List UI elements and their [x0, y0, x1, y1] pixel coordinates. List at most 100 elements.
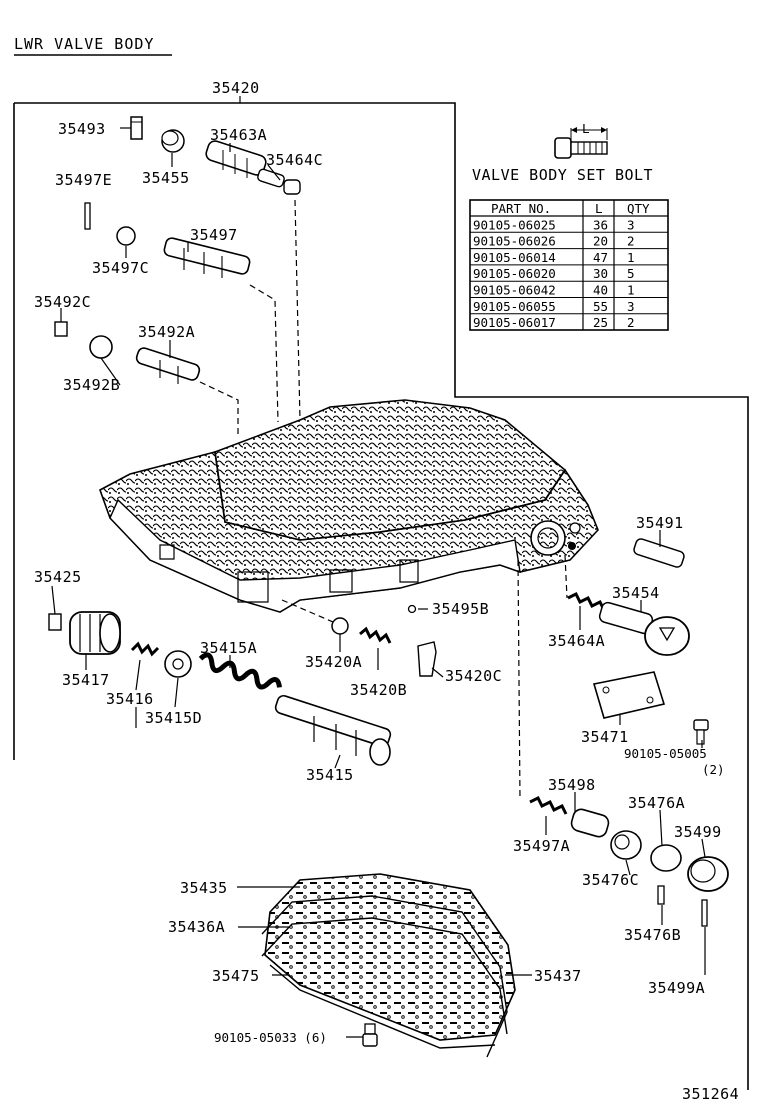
part-35497-spool [163, 237, 251, 278]
table-cell-l: 36 [593, 217, 608, 232]
leader-lines [51, 127, 706, 1038]
bolt-dimension-label: L [582, 121, 590, 136]
valve-body-casting [99, 399, 599, 613]
part-35417-sleeve [69, 611, 121, 655]
label-35435: 35435 [180, 879, 228, 897]
part-35420B-spring [359, 626, 392, 644]
label-35464C: 35464C [266, 151, 323, 169]
part-35425-icon [48, 613, 62, 631]
table-cell-l: 30 [593, 266, 608, 281]
bolt-table [469, 199, 669, 331]
label-35497A: 35497A [513, 837, 570, 855]
part-35416-spring [130, 641, 160, 657]
label-35463A: 35463A [210, 126, 267, 144]
table-cell-l: 40 [593, 283, 608, 298]
part-35495B-icon [407, 604, 417, 614]
label-35495B: 35495B [432, 600, 489, 618]
label-35415A: 35415A [200, 639, 257, 657]
page-title: LWR VALVE BODY [14, 35, 154, 53]
part-35454-plug [598, 601, 690, 656]
table-cell-qty: 3 [627, 217, 635, 232]
label-35497: 35497 [190, 226, 238, 244]
label-35436A: 35436A [168, 918, 225, 936]
table-cell-qty: 1 [627, 250, 635, 265]
part-35463A-spool [205, 140, 285, 188]
table-cell-part-no: 90105-06025 [473, 217, 556, 232]
part-35471-plate [592, 671, 666, 719]
part-35492A-spool [135, 347, 201, 384]
label-35492B: 35492B [63, 376, 120, 394]
table-cell-l: 55 [593, 299, 608, 314]
label-35415D: 35415D [145, 709, 202, 727]
label-35417: 35417 [62, 671, 110, 689]
bolt-caption: VALVE BODY SET BOLT [472, 166, 653, 184]
table-cell-part-no: 90105-06026 [473, 234, 556, 249]
part-35499A-pin [701, 899, 708, 927]
part-90105-05033-bolt [362, 1023, 378, 1047]
part-35476C-plug [610, 830, 642, 860]
label-90105-05005-qty: (2) [702, 762, 725, 777]
table-cell-qty: 5 [627, 266, 635, 281]
label-35420A: 35420A [305, 653, 362, 671]
part-35420C-clip [417, 641, 437, 677]
part-35415-spool [274, 694, 392, 766]
bolt-table-rows: 90105-06025 36 3 90105-06026 20 2 90105-06014 4… [473, 217, 635, 330]
label-35454: 35454 [612, 584, 660, 602]
figure-number: 351264 [682, 1085, 739, 1103]
table-cell-part-no: 90105-06017 [473, 315, 556, 330]
part-35415D-washer [164, 650, 192, 678]
part-35455-icon [161, 129, 185, 153]
part-35476B-pin [657, 885, 665, 905]
label-35464A: 35464A [548, 632, 605, 650]
part-35492C-icon [54, 321, 68, 337]
label-35493: 35493 [58, 120, 106, 138]
part-35493-icon [130, 116, 143, 140]
table-cell-part-no: 90105-06042 [473, 283, 556, 298]
label-35492C: 35492C [34, 293, 91, 311]
table-cell-part-no: 90105-06020 [473, 266, 556, 281]
label-35476C: 35476C [582, 871, 639, 889]
label-35471: 35471 [581, 728, 629, 746]
label-35476A: 35476A [628, 794, 685, 812]
label-35497C: 35497C [92, 259, 149, 277]
part-35476A-plug [650, 844, 682, 872]
label-35416: 35416 [106, 690, 154, 708]
bolt-icon [554, 127, 608, 159]
table-cell-qty: 1 [627, 283, 635, 298]
table-cell-l: 20 [593, 234, 608, 249]
label-35499: 35499 [674, 823, 722, 841]
label-35476B: 35476B [624, 926, 681, 944]
part-35497E-pin [84, 202, 91, 230]
table-cell-qty: 2 [627, 234, 635, 249]
part-90105-05005-bolt [693, 719, 709, 745]
assembly-label: 35420 [212, 79, 260, 97]
table-cell-part-no: 90105-06014 [473, 250, 556, 265]
label-35437: 35437 [534, 967, 582, 985]
table-cell-qty: 2 [627, 315, 635, 330]
label-35425: 35425 [34, 568, 82, 586]
separator-plate-gaskets [261, 873, 516, 1058]
part-35420A-ball [331, 617, 349, 635]
table-cell-qty: 3 [627, 299, 635, 314]
label-35420B: 35420B [350, 681, 407, 699]
assembly-frame [14, 102, 749, 1090]
part-35464C-icon [283, 179, 301, 195]
part-35492B-icon [89, 335, 113, 359]
part-35499-plug [687, 856, 729, 892]
part-35497A-spring [529, 795, 568, 815]
label-35475: 35475 [212, 967, 260, 985]
label-35492A: 35492A [138, 323, 195, 341]
label-35491: 35491 [636, 514, 684, 532]
label-35498: 35498 [548, 776, 596, 794]
table-header-l: L [595, 201, 603, 216]
table-header-part-no: PART NO. [491, 201, 551, 216]
table-cell-part-no: 90105-06055 [473, 299, 556, 314]
label-35420C: 35420C [445, 667, 502, 685]
table-header-qty: QTY [627, 201, 650, 216]
label-35455: 35455 [142, 169, 190, 187]
table-cell-l: 25 [593, 315, 608, 330]
bolt-table-grid [470, 231, 668, 315]
part-35497C-icon [116, 226, 136, 246]
